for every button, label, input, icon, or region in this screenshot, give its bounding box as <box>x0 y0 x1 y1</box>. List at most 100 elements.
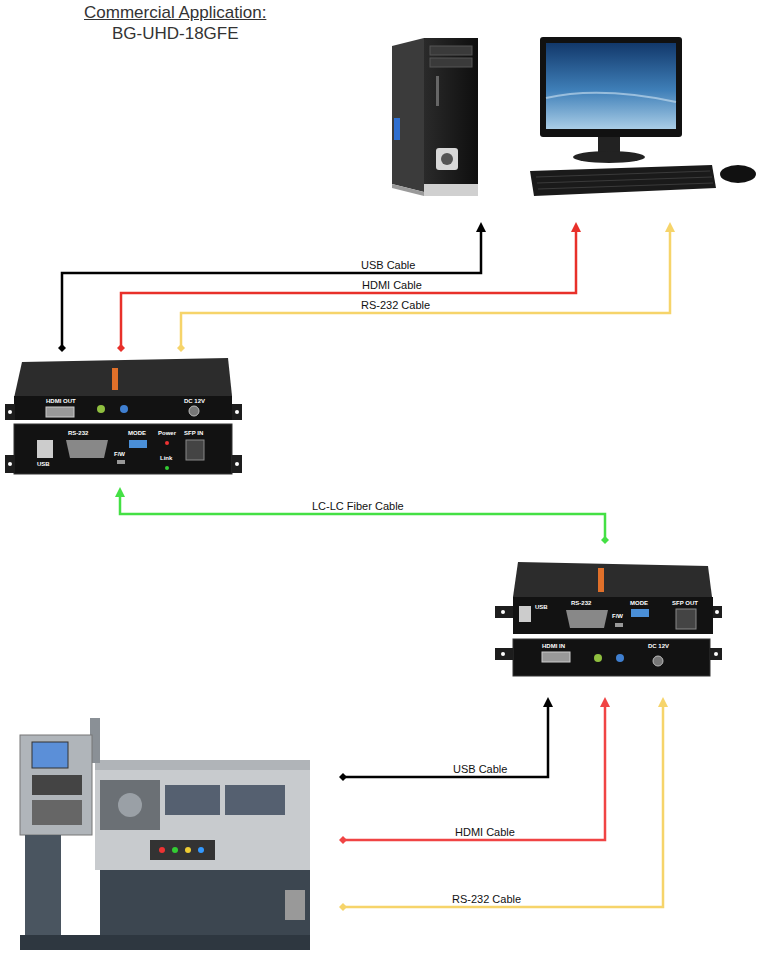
arrow-head <box>600 697 610 707</box>
port-label: RS-232 <box>571 600 591 607</box>
computer-tower <box>388 35 490 222</box>
receiver-unit <box>112 368 118 390</box>
cable-label: HDMI Cable <box>360 279 424 291</box>
cable-label: HDMI Cable <box>453 826 517 838</box>
receiver-unit <box>37 440 53 458</box>
cnc-machine <box>172 847 178 853</box>
fiber-transmitter: USBRS-232F/WMODESFP OUTHDMI INDC 12V <box>490 540 722 697</box>
cable-line <box>181 232 670 348</box>
receiver-unit <box>8 410 12 414</box>
transmitter-unit <box>495 562 722 676</box>
cable-connector <box>339 697 610 844</box>
monitor <box>537 177 712 183</box>
receiver-unit <box>235 462 239 466</box>
cnc-machine <box>285 890 305 920</box>
transmitter-unit <box>566 610 608 628</box>
cable-label: LC-LC Fiber Cable <box>310 500 406 512</box>
cable-connector <box>339 697 553 781</box>
cnc-machine <box>25 835 61 940</box>
cnc-machine <box>198 847 204 853</box>
receiver-unit <box>5 404 15 420</box>
cnc-machine <box>15 715 343 950</box>
cnc-machine <box>100 870 310 938</box>
transmitter-unit <box>501 610 505 614</box>
receiver-unit <box>120 405 128 413</box>
arrow-head <box>543 697 553 707</box>
receiver-unit <box>97 405 105 413</box>
computer-tower <box>394 118 400 140</box>
port-label: Power <box>158 430 176 437</box>
cnc-machine <box>95 770 310 870</box>
cable-line <box>343 707 605 840</box>
cable-line <box>343 707 663 907</box>
computer-tower <box>392 184 424 196</box>
model-number: BG-UHD-18GFE <box>112 24 239 44</box>
monitor <box>546 43 676 129</box>
cnc-machine <box>165 785 220 815</box>
cnc-machine <box>20 718 310 950</box>
monitor <box>540 37 682 137</box>
arrow-head <box>571 222 581 232</box>
fiber-receiver: HDMI OUTDC 12VUSBRS-232F/WMODEPowerLinkS… <box>5 348 242 487</box>
monitor <box>530 165 716 196</box>
receiver-unit <box>129 440 147 448</box>
cable-connector <box>177 222 675 352</box>
port-label: DC 12V <box>648 643 669 650</box>
receiver-unit <box>232 404 242 420</box>
cable-label: USB Cable <box>451 763 509 775</box>
cnc-machine <box>225 785 285 815</box>
transmitter-unit <box>513 639 710 676</box>
transmitter-unit <box>594 654 602 662</box>
cable-connector <box>339 697 668 911</box>
monitor <box>538 183 713 189</box>
receiver-unit <box>8 462 12 466</box>
transmitter-unit <box>519 606 531 622</box>
monitor <box>573 151 645 163</box>
transmitter-unit <box>495 606 513 618</box>
transmitter-unit <box>495 648 513 660</box>
receiver-unit <box>232 455 242 473</box>
receiver-unit <box>186 440 204 460</box>
computer-tower <box>441 153 453 165</box>
cnc-machine <box>32 775 82 795</box>
port-label: Link <box>160 455 172 462</box>
transmitter-unit <box>714 652 718 656</box>
cable-line <box>120 497 605 540</box>
cable-label: RS-232 Cable <box>359 299 432 311</box>
arrow-head <box>665 222 675 232</box>
transmitter-unit <box>713 606 722 618</box>
cable-connector <box>115 487 609 544</box>
transmitter-unit <box>542 652 570 662</box>
port-label: F/W <box>114 451 125 458</box>
transmitter-unit <box>676 609 696 629</box>
port-label: F/W <box>612 613 623 620</box>
port-label: HDMI OUT <box>46 398 76 405</box>
monitor <box>598 137 620 153</box>
receiver-unit <box>165 466 169 470</box>
port-label: USB <box>535 604 548 611</box>
computer-tower <box>436 76 439 106</box>
cnc-machine <box>159 847 165 853</box>
port-label: USB <box>37 461 50 468</box>
receiver-unit <box>5 455 15 473</box>
transmitter-unit <box>710 648 722 660</box>
transmitter-unit <box>631 609 649 617</box>
port-label: RS-232 <box>68 430 88 437</box>
diagram-title: Commercial Application: <box>84 3 266 23</box>
transmitter-unit <box>615 623 623 627</box>
transmitter-unit <box>598 568 604 592</box>
port-label: SFP OUT <box>672 600 698 607</box>
computer-tower <box>430 46 472 55</box>
monitor <box>546 93 676 102</box>
receiver-unit <box>189 406 199 416</box>
arrow-head <box>115 487 125 497</box>
cable-connector <box>117 222 581 352</box>
monitor <box>536 171 710 177</box>
cnc-machine <box>118 793 142 817</box>
receiver-unit <box>165 441 169 445</box>
cable-line <box>62 232 481 348</box>
receiver-unit <box>14 424 232 474</box>
receiver-unit <box>117 460 125 464</box>
